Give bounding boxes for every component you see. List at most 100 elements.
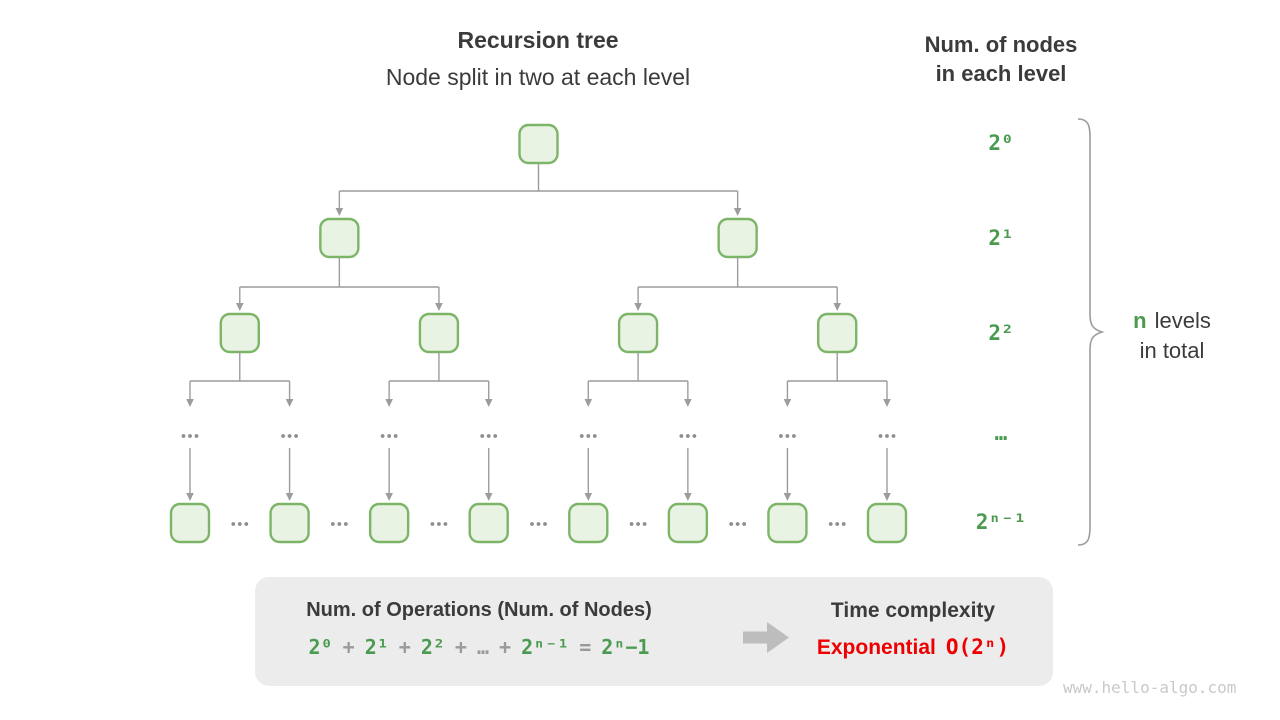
n-symbol: n [1133, 308, 1147, 333]
nodes-per-level-header: Num. of nodes in each level [901, 30, 1101, 88]
tree-node [468, 502, 509, 544]
tree-node [717, 217, 758, 259]
figure-title: Recursion tree [457, 27, 619, 53]
arrowhead [584, 399, 593, 407]
tree-node [269, 502, 310, 544]
ellipsis-dot [437, 522, 441, 526]
tree-node [817, 312, 858, 354]
ellipsis-dot [480, 434, 485, 438]
recursion-tree-diagram [169, 123, 908, 544]
ellipsis-dot [188, 434, 192, 438]
arrowhead [584, 493, 593, 501]
ellipsis-dot [735, 522, 740, 526]
ellipsis-dot [636, 522, 640, 526]
ellipsis-dot [244, 522, 249, 526]
tree-node [518, 123, 559, 165]
arrowhead [435, 303, 443, 311]
ellipsis-dot [835, 522, 840, 526]
tree-node [418, 312, 460, 354]
tree-node [667, 502, 709, 544]
formula-term: 2ⁿ⁻¹ [521, 635, 570, 659]
ellipsis-dot [828, 522, 833, 526]
tree-node [219, 312, 260, 354]
ellipsis-dot [579, 434, 584, 438]
formula-term: = [579, 635, 592, 659]
tree-node [568, 502, 609, 544]
level-count-label: … [994, 421, 1008, 445]
levels-word: levels [1154, 308, 1211, 333]
arrowhead [833, 303, 842, 311]
operations-title: Num. of Operations (Num. of Nodes) [306, 599, 652, 621]
ellipsis-dot [387, 434, 392, 438]
arrowhead [335, 208, 344, 216]
ellipsis-dot [486, 434, 491, 438]
levels-brace [1077, 118, 1105, 546]
tree-node [169, 502, 211, 544]
tree-node [368, 502, 410, 544]
implies-arrow-icon [743, 622, 789, 653]
nodes-per-level-header-line1: Num. of nodes [924, 32, 1078, 57]
ellipsis-dot [785, 434, 790, 438]
n-levels-line2: in total [1139, 338, 1205, 363]
ellipsis-dot [692, 434, 697, 438]
ellipsis-dot [181, 434, 186, 438]
ellipsis-dot [430, 522, 435, 526]
arrowhead [883, 399, 891, 407]
ellipsis-dot [685, 434, 690, 438]
ellipsis-dot [629, 522, 634, 526]
arrowhead [385, 493, 393, 501]
figure-subtitle: Node split in two at each level [385, 64, 691, 90]
ellipsis-dot [443, 522, 448, 526]
ellipsis-dot [642, 522, 647, 526]
arrowhead [883, 493, 891, 501]
ellipsis-dot [337, 522, 342, 526]
tree-node [617, 312, 659, 354]
arrowhead [783, 493, 792, 501]
arrowhead [783, 399, 792, 407]
ellipsis-dot [779, 434, 783, 438]
level-count-label: 2² [988, 321, 1014, 345]
arrowhead [484, 493, 493, 501]
ellipsis-dot [294, 434, 298, 438]
formula-term: + [454, 635, 467, 659]
complexity-big-o: O(2ⁿ) [945, 635, 1010, 659]
arrowhead [684, 399, 692, 407]
ellipsis-dot [543, 522, 547, 526]
nodes-per-level-header-line2: in each level [935, 61, 1067, 86]
ellipsis-dot [592, 434, 597, 438]
ellipsis-dot [343, 522, 348, 526]
time-complexity-title: Time complexity [830, 599, 996, 622]
complexity-summary-box: Num. of Operations (Num. of Nodes) 2⁰+2¹… [255, 577, 1053, 686]
ellipsis-dot [281, 434, 285, 438]
ellipsis-dot [729, 522, 734, 526]
ellipsis-dot [380, 434, 385, 438]
formula-term: 2ⁿ−1 [601, 635, 650, 659]
arrowhead [235, 303, 244, 311]
ellipsis-dot [530, 522, 534, 526]
level-count-label: 2ⁿ⁻¹ [975, 510, 1027, 534]
arrowhead [186, 399, 194, 407]
formula-term: 2² [420, 635, 445, 659]
arrowhead [285, 493, 294, 501]
arrowhead [684, 493, 692, 501]
ellipsis-dot [231, 522, 236, 526]
tree-node [866, 502, 908, 544]
arrowhead [634, 303, 642, 311]
complexity-name: Exponential [816, 636, 936, 659]
tree-node [319, 217, 360, 259]
formula-term: … [476, 635, 490, 659]
ellipsis-dot [878, 434, 883, 438]
arrowhead [484, 399, 493, 407]
level-count-label: 2⁰ [988, 131, 1014, 155]
arrowhead [285, 399, 294, 407]
arrowhead [186, 493, 194, 501]
ellipsis-dot [792, 434, 796, 438]
arrowhead [385, 399, 393, 407]
watermark: www.hello-algo.com [1063, 678, 1237, 697]
operations-formula: 2⁰+2¹+2²+…+2ⁿ⁻¹=2ⁿ−1 [269, 635, 689, 659]
formula-term: + [499, 635, 512, 659]
arrowhead [733, 208, 742, 216]
formula-term: 2⁰ [308, 635, 333, 659]
